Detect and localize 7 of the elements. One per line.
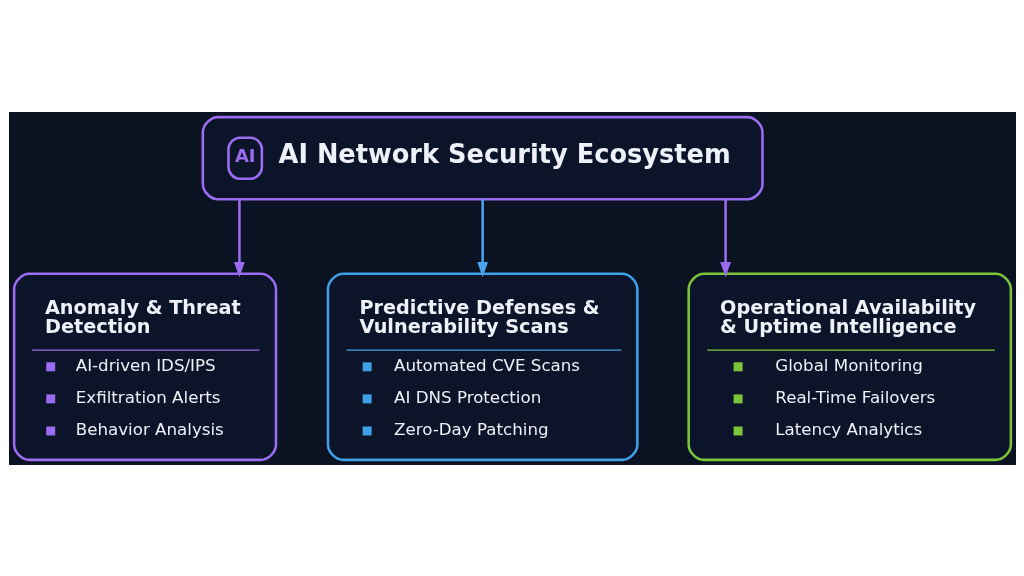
node-box: Predictive Defenses & Vulnerability Scans Automated CVE Scans AI DNS Protection Zero-Day Patching — [326, 271, 639, 461]
node-box: Anomaly & Threat Detection AI-driven IDS/IPS Exfiltration Alerts Behavior Analysis — [12, 271, 277, 461]
arrow — [476, 198, 488, 277]
arrow — [719, 198, 731, 277]
node-box: AI AI Network Security Ecosystem — [201, 115, 764, 201]
node-box: Operational Availability & Uptime Intelligence Global Monitoring Real-Time Failovers Latency Analytics — [686, 271, 1012, 461]
arrow — [233, 198, 245, 277]
